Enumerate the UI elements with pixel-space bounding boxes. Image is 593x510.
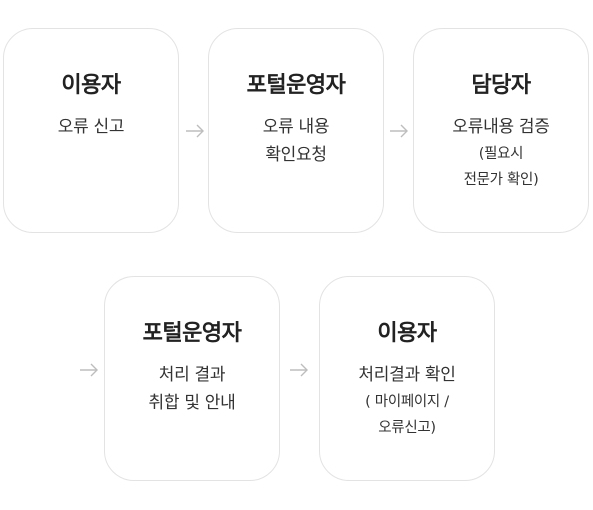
arrow-right-icon — [184, 123, 206, 139]
step-title: 포털운영자 — [142, 321, 242, 346]
step-desc-line: 처리 결과 — [158, 365, 226, 385]
step-note-line: ( 마이페이지 / — [365, 394, 449, 410]
step-desc-line: 확인요청 — [265, 145, 327, 165]
step-5-user-confirm: 이용자 처리결과 확인 ( 마이페이지 / 오류신고) — [319, 276, 495, 481]
step-3-manager-verify: 담당자 오류내용 검증 (필요시 전문가 확인) — [413, 28, 589, 233]
step-title: 포털운영자 — [246, 73, 346, 98]
step-1-user-report: 이용자 오류 신고 — [3, 28, 179, 233]
step-title: 이용자 — [61, 73, 121, 98]
step-title: 담당자 — [471, 73, 531, 98]
step-desc-line: 처리결과 확인 — [358, 365, 456, 385]
step-desc-line: 오류내용 검증 — [452, 117, 550, 137]
step-4-portal-operator-notify: 포털운영자 처리 결과 취합 및 안내 — [104, 276, 280, 481]
arrow-right-icon — [288, 362, 310, 378]
step-2-portal-operator-request: 포털운영자 오류 내용 확인요청 — [208, 28, 384, 233]
step-desc-line: 오류 신고 — [57, 117, 125, 137]
arrow-right-icon — [78, 362, 100, 378]
step-note-line: 전문가 확인) — [463, 172, 539, 188]
step-note-line: (필요시 — [478, 146, 524, 162]
step-desc-line: 오류 내용 — [262, 117, 330, 137]
step-note-line: 오류신고) — [378, 420, 436, 436]
arrow-right-icon — [388, 123, 410, 139]
step-desc-line: 취합 및 안내 — [148, 393, 236, 413]
step-title: 이용자 — [377, 321, 437, 346]
